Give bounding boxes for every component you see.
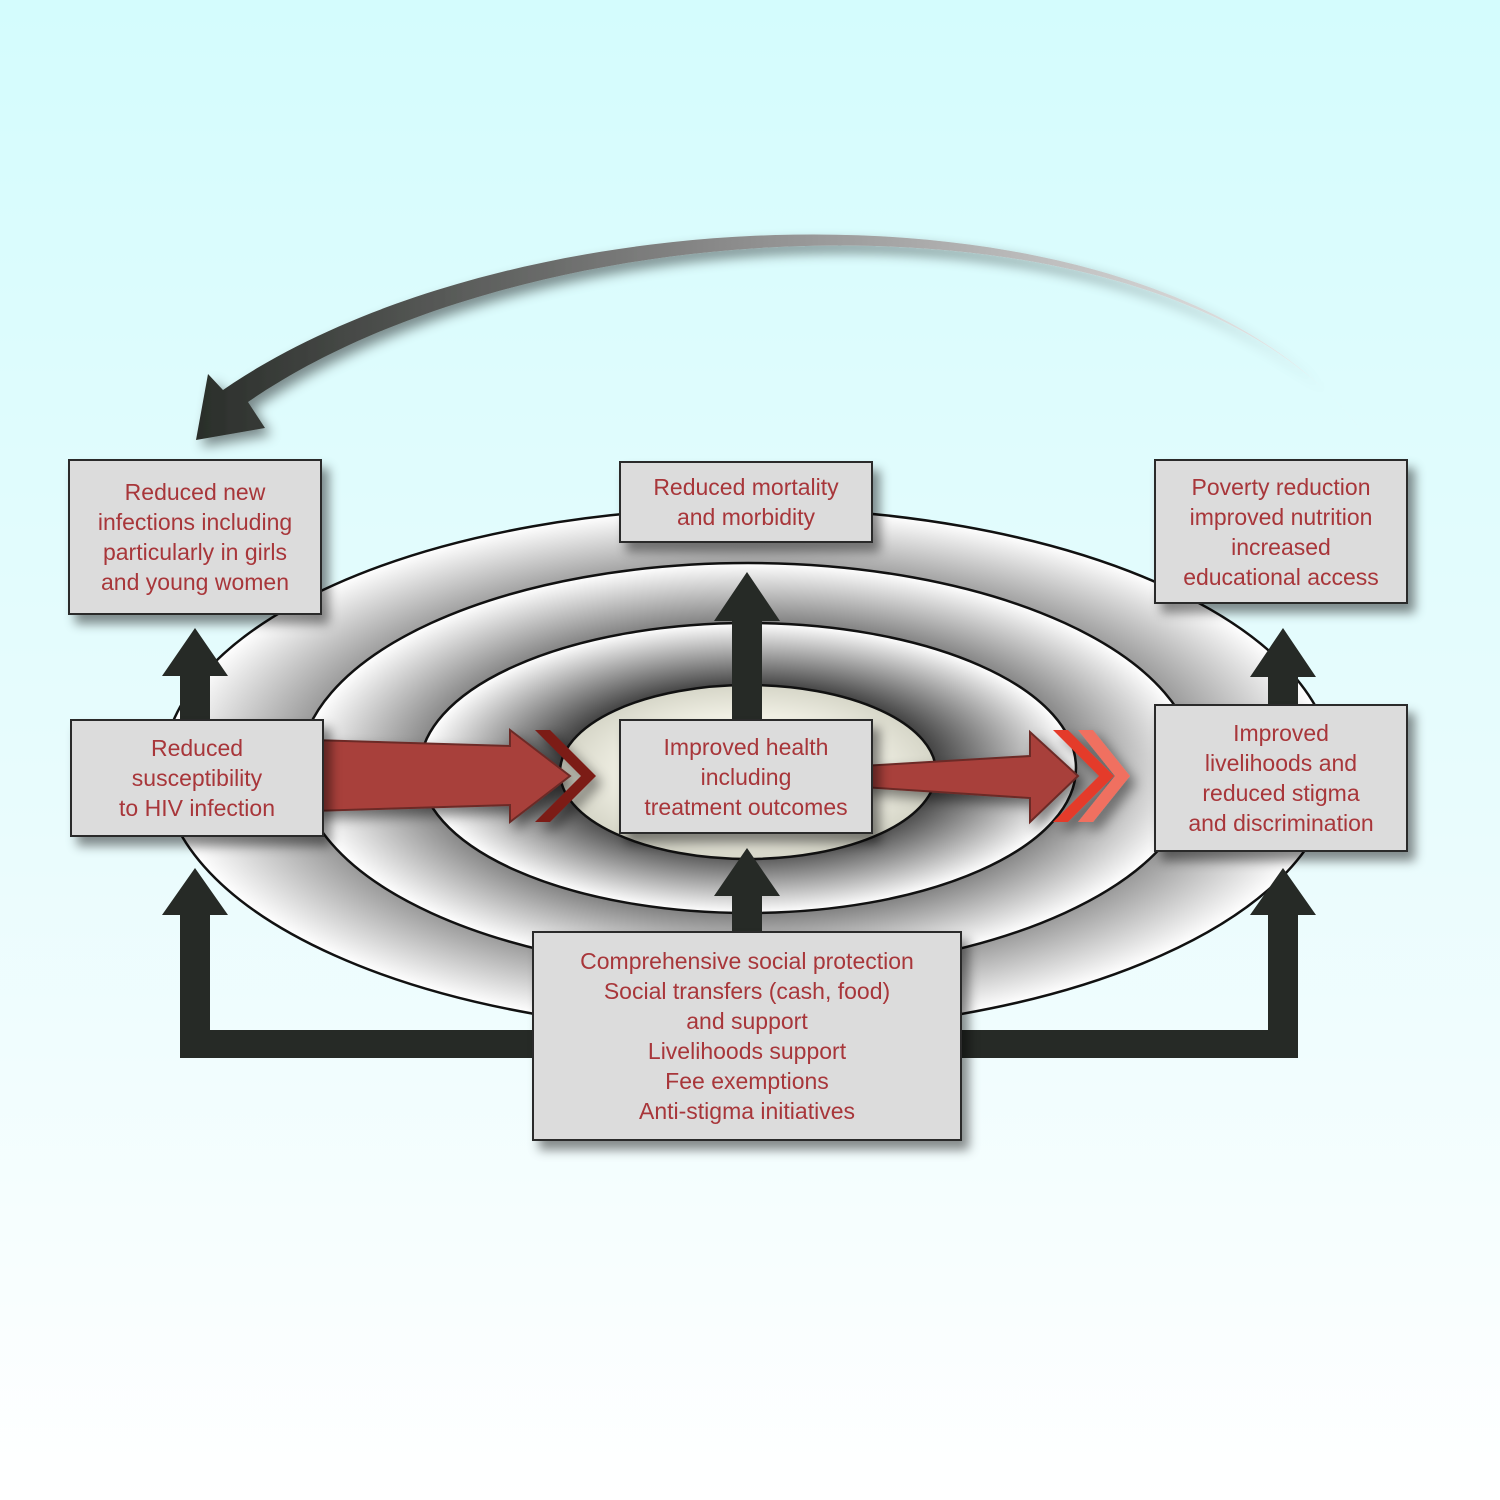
box-text-line: Livelihoods support [647,1038,847,1064]
box-reduced-new-infections: Reduced new infections including particula… [68,459,322,615]
red-arrow-body [311,727,572,825]
box-text-line: Social transfers (cash, food) [603,978,891,1004]
box-text-line: infections including [97,509,293,535]
box-text-line: educational access [1183,563,1379,590]
box-reduced-mortality: Reduced mortality and morbidity [619,461,873,543]
box-text-line: Improved health [663,733,829,760]
box-improved-health: Improved health including treatment outcom… [619,719,873,834]
curved-arrow-left-icon [196,234,1366,440]
box-text-line: and morbidity [676,504,816,530]
arrow-up-icon [1250,628,1316,707]
box-text-line: treatment outcomes [644,793,848,820]
box-text-line: and young women [101,569,289,595]
red-arrow-body [861,729,1080,825]
arrow-up-icon [714,572,780,720]
arrow-up-icon [714,848,780,935]
box-text-line: Fee exemptions [665,1068,829,1094]
chevron-arrow-right-icon [1078,730,1130,822]
box-text-line: Reduced mortality [653,474,839,500]
box-text-line: increased [1231,533,1331,560]
box-improved-livelihoods: Improved livelihoods and reduced stigma and… [1154,704,1408,852]
dark-arrows [162,572,1316,1058]
box-text-line: Improved [1233,720,1329,746]
box-text-line: including [700,763,792,790]
box-text-line: particularly in girls [102,539,288,565]
box-text-line: Reduced [150,735,244,761]
box-poverty-reduction: Poverty reduction improved nutrition incre… [1154,459,1408,604]
chevron-arrow-right-icon [1053,730,1114,822]
box-text-line: and discrimination [1188,810,1374,836]
box-text-line: Anti-stigma initiatives [638,1098,856,1124]
box-text-line: Comprehensive social protection [580,948,914,974]
arrow-up-icon [162,868,540,1058]
box-text-line: susceptibility [131,765,263,791]
chevron-arrow-right-icon [535,730,596,822]
arrow-up-icon [955,868,1316,1058]
box-text-line: to HIV infection [119,795,275,821]
box-text-line: livelihoods and [1204,750,1358,776]
box-text-line: reduced stigma [1202,780,1360,806]
red-arrows [311,727,1130,825]
arrow-up-icon [162,628,228,722]
box-text-line: improved nutrition [1189,503,1373,530]
box-text-line: and support [686,1008,808,1034]
box-reduced-susceptibility: Reduced susceptibility to HIV infection [70,719,324,837]
box-text-line: Reduced new [124,479,266,505]
box-text-line: Poverty reduction [1191,473,1371,500]
